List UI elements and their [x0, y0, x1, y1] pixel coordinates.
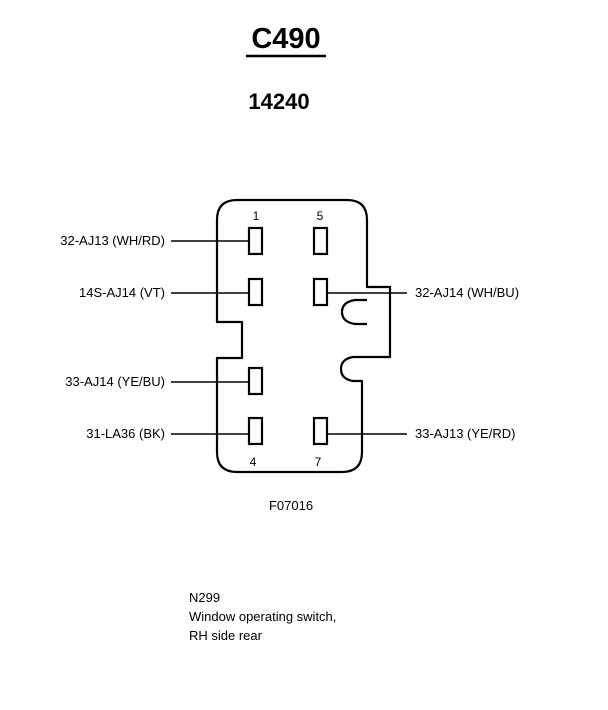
component-line-2: RH side rear — [189, 628, 262, 643]
pin-3-cavity — [247, 366, 264, 396]
component-description: N299 Window operating switch, RH side re… — [189, 588, 336, 645]
component-code: N299 — [189, 590, 221, 605]
figure-code: F07016 — [269, 498, 313, 513]
pin-6-cavity — [312, 277, 329, 307]
wire-label-pin-7: 33-AJ13 (YE/RD) — [415, 426, 515, 441]
component-line-1: Window operating switch, — [189, 609, 337, 624]
connector-latch — [340, 298, 367, 326]
connector-subtitle: 14240 — [248, 89, 309, 114]
connector-body — [215, 198, 392, 474]
wire-label-pin-3: 33-AJ14 (YE/BU) — [65, 374, 165, 389]
pin-1-cavity — [247, 226, 264, 256]
pin-1-number: 1 — [253, 209, 260, 223]
wire-label-pin-2: 14S-AJ14 (VT) — [79, 285, 165, 300]
pin-4-cavity — [247, 416, 264, 446]
pin-7-number: 7 — [315, 455, 322, 469]
connector-title: C490 — [251, 23, 320, 55]
pin-2-cavity — [247, 277, 264, 307]
pin-5-cavity — [312, 226, 329, 256]
pin-4-number: 4 — [250, 455, 257, 469]
pin-7-cavity — [312, 416, 329, 446]
wire-label-pin-4: 31-LA36 (BK) — [86, 426, 165, 441]
pin-5-number: 5 — [317, 209, 324, 223]
wire-label-pin-1: 32-AJ13 (WH/RD) — [60, 233, 165, 248]
wire-label-pin-6: 32-AJ14 (WH/BU) — [415, 285, 519, 300]
